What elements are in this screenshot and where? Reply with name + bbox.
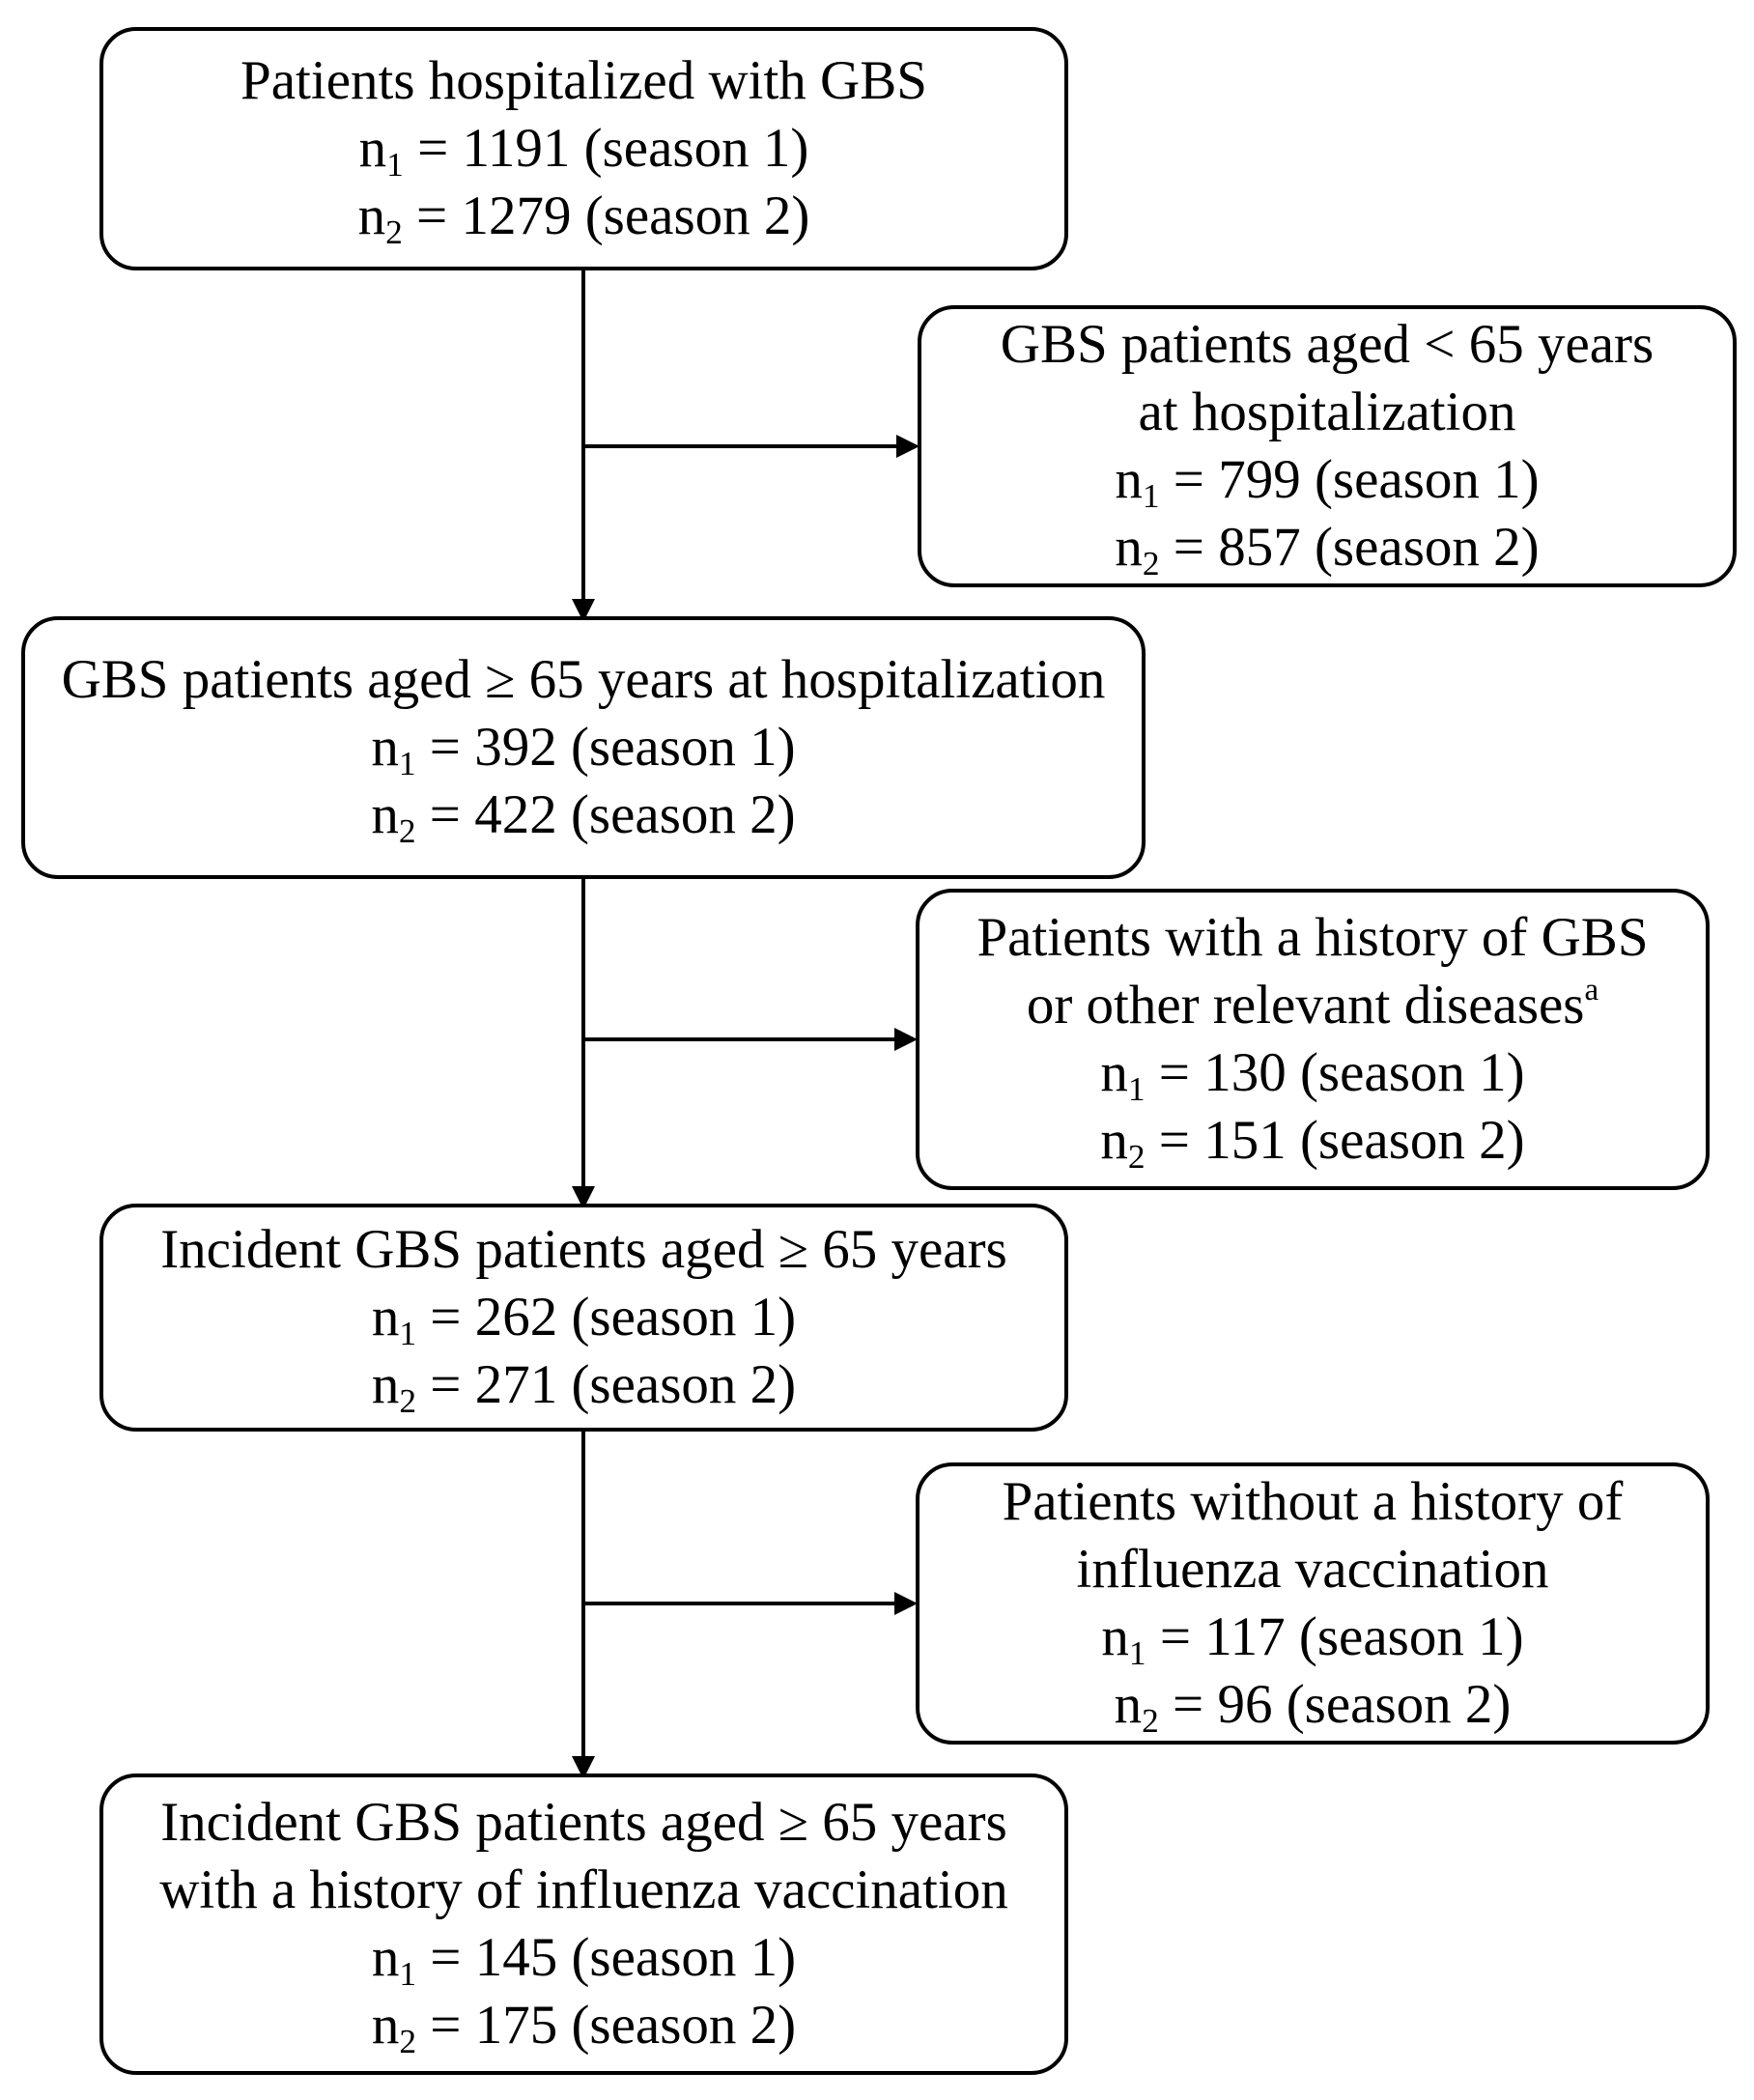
count-season-2: n2 = 175 (season 2) (371, 1995, 797, 2060)
count-season-1: n1 = 262 (season 1) (371, 1287, 797, 1352)
box-excluded-history-gbs: Patients with a history of GBS or other … (916, 889, 1710, 1190)
box-title: GBS patients aged ≥ 65 years at hospital… (61, 649, 1106, 710)
box-title-line-2: or other relevant diseasesa (1026, 973, 1599, 1036)
box-title-line-1: Incident GBS patients aged ≥ 65 years (160, 1792, 1007, 1853)
box-excluded-no-vaccination: Patients without a history of influenza … (916, 1462, 1710, 1745)
box-title-line-1: Patients without a history of (1002, 1471, 1624, 1532)
count-season-2: n2 = 1279 (season 2) (357, 185, 810, 251)
box-title-line-2: with a history of influenza vaccination (159, 1859, 1008, 1920)
box-title: Patients hospitalized with GBS (240, 50, 927, 111)
count-season-1: n1 = 117 (season 1) (1101, 1606, 1524, 1672)
count-season-2: n2 = 96 (season 2) (1114, 1674, 1512, 1740)
count-season-2: n2 = 151 (season 2) (1100, 1110, 1525, 1176)
box-title-line-2: influenza vaccination (1076, 1539, 1549, 1600)
count-season-2: n2 = 857 (season 2) (1115, 517, 1540, 582)
count-season-1: n1 = 130 (season 1) (1100, 1042, 1525, 1108)
footnote-marker: a (1584, 973, 1599, 1008)
box-incident-65-plus: Incident GBS patients aged ≥ 65 years n1… (99, 1204, 1068, 1432)
count-season-2: n2 = 271 (season 2) (371, 1354, 797, 1420)
count-season-1: n1 = 392 (season 1) (371, 717, 796, 782)
box-hospitalized-gbs: Patients hospitalized with GBS n1 = 1191… (99, 27, 1068, 270)
count-season-1: n1 = 1191 (season 1) (358, 118, 809, 184)
box-aged-65-plus: GBS patients aged ≥ 65 years at hospital… (21, 616, 1146, 879)
box-incident-vaccinated: Incident GBS patients aged ≥ 65 years wi… (99, 1774, 1068, 2075)
box-excluded-under-65: GBS patients aged < 65 years at hospital… (918, 305, 1737, 587)
count-season-2: n2 = 422 (season 2) (371, 784, 796, 850)
count-season-1: n1 = 145 (season 1) (371, 1927, 797, 1993)
box-title-line-2: at hospitalization (1138, 382, 1516, 442)
count-season-1: n1 = 799 (season 1) (1115, 449, 1540, 515)
box-title: Incident GBS patients aged ≥ 65 years (160, 1219, 1007, 1280)
box-title-line-1: Patients with a history of GBS (976, 907, 1649, 968)
box-title-line-1: GBS patients aged < 65 years (1000, 314, 1655, 375)
